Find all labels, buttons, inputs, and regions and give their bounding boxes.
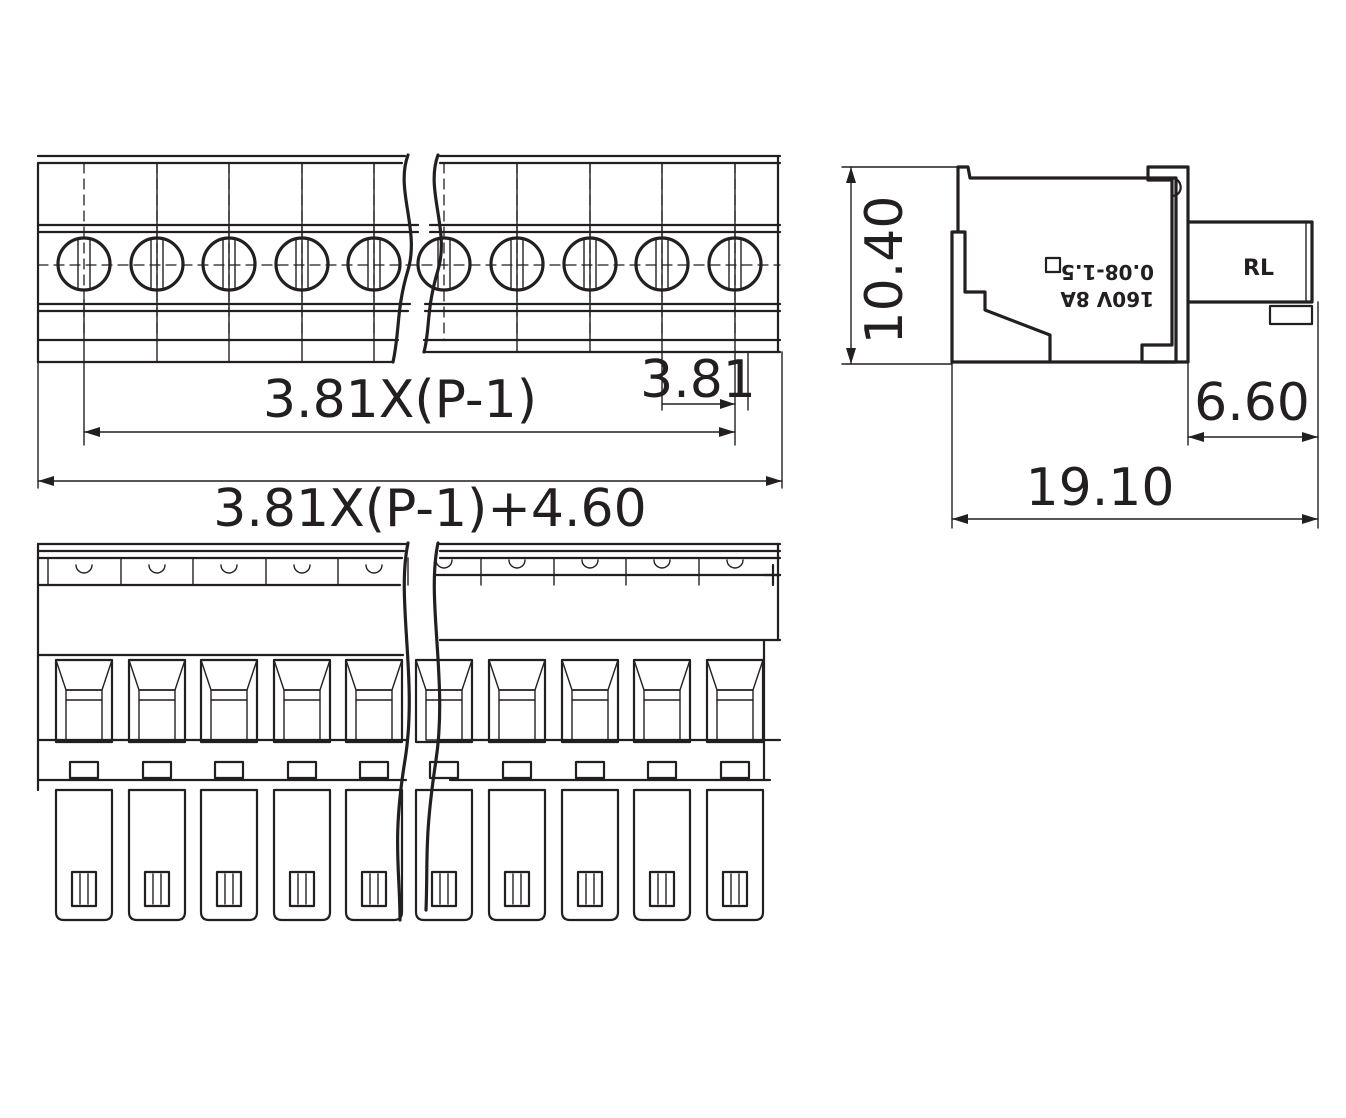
terminal-units [47,557,765,922]
dim-overall-length-label: 3.81X(P-1)+4.60 [213,479,646,539]
screw-hole [634,162,690,341]
screw-hole [129,162,185,341]
top-view-dividers [156,162,736,363]
screw-hole [201,162,257,341]
dim-height-label: 10.40 [855,196,915,345]
screw-hole [489,162,545,341]
side-marking-rating: 160V 8A [1060,287,1154,311]
terminal-unit [698,557,765,922]
screw-hole [346,162,402,341]
dim-plug-depth-label: 6.60 [1194,373,1310,433]
break-line-top-left [391,153,413,364]
terminal-unit [192,557,259,922]
side-view: 0.08-1.5 160V 8A RL [950,165,1314,364]
terminal-unit [553,557,620,922]
front-view [36,541,782,922]
screw-holes [56,162,763,341]
dim-overall-length: 3.81X(P-1)+4.60 [37,351,783,539]
wire-range-box-icon [1044,256,1062,274]
dim-overall-depth-label: 19.10 [1026,458,1175,518]
side-view-latch-bump [1170,176,1182,198]
terminal-unit [47,557,114,922]
screw-hole [562,162,618,341]
screw-hole [416,162,472,341]
terminal-unit [337,557,404,922]
break-line-bottom-right [424,541,442,912]
dim-pitch-span: 3.81X(P-1) [83,299,736,446]
terminal-unit [407,557,474,922]
side-marking-logo: RL [1243,256,1274,281]
dim-pitch-span-label: 3.81X(P-1) [263,370,537,430]
terminal-unit [480,557,547,922]
terminal-unit [265,557,332,922]
dim-height: 10.40 [841,166,959,365]
dim-pitch-label: 3.81 [640,350,756,410]
top-view-outline [36,154,782,364]
side-view-plug [1186,220,1314,304]
screw-hole [274,162,330,341]
dim-overall-depth: 19.10 [951,361,1319,529]
top-view [36,153,782,364]
break-line-top-right [422,153,443,354]
side-marking-wire-range: 0.08-1.5 [1061,260,1154,284]
side-view-plug-key [1268,304,1314,326]
break-line-bottom-left [395,541,411,922]
terminal-unit [120,557,187,922]
side-view-latch [1140,165,1190,364]
dim-pitch: 3.81 [640,350,756,411]
terminal-unit [625,557,692,922]
dim-plug-depth: 6.60 [1187,301,1319,529]
screw-hole [707,162,763,341]
